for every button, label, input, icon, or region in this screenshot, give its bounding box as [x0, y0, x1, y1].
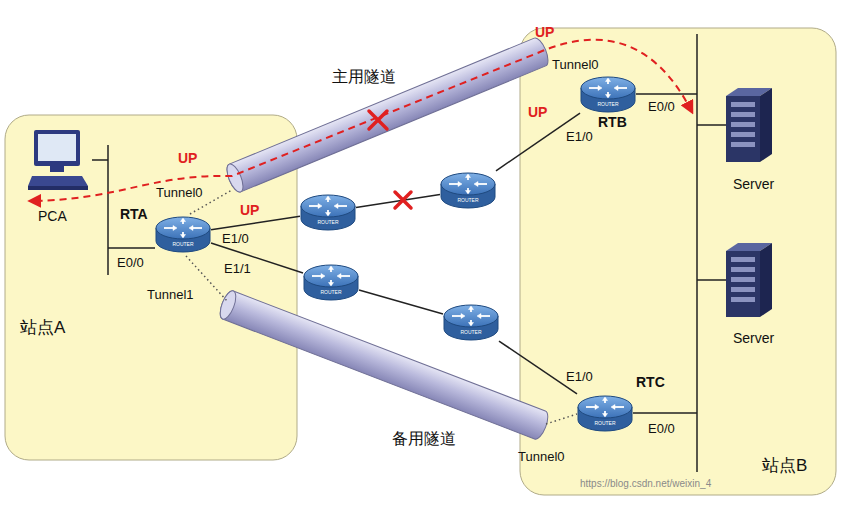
failure-mark [369, 111, 411, 208]
device-brand: ROUTER [443, 330, 499, 335]
port-label: E1/0 [566, 370, 593, 385]
router-icon [303, 262, 359, 302]
router-icon [580, 74, 636, 114]
site-region [520, 28, 836, 495]
port-label: 主用隧道 [332, 68, 396, 86]
router-icon [577, 393, 633, 433]
port-label: Tunnel1 [147, 288, 194, 303]
router-icon [155, 214, 211, 254]
router-node: ROUTERRTC [577, 393, 633, 433]
router-node: ROUTERRTB [580, 74, 636, 114]
site-region: 站点BROUTERRTBROUTERRTCServerServer [520, 28, 836, 495]
tunnel-cylinder [224, 36, 552, 194]
network-link [499, 341, 577, 394]
port-label: E1/0 [222, 232, 249, 247]
device-name: RTC [636, 374, 665, 390]
device-name: 站点A [20, 318, 65, 338]
router-node: ROUTER [443, 302, 499, 342]
pc-node: PCA [28, 128, 92, 196]
device-brand: ROUTER [155, 242, 211, 247]
port-label: E1/1 [224, 262, 251, 277]
status-label: UP [240, 202, 259, 218]
device-brand: ROUTER [440, 198, 496, 203]
status-label: UP [178, 150, 197, 166]
pc-icon [28, 128, 92, 196]
device-name: Server [733, 330, 774, 346]
network-link [211, 216, 300, 230]
server-node: Server [726, 243, 772, 317]
router-node: ROUTER [303, 262, 359, 302]
network-link [359, 290, 443, 314]
device-name: 站点B [762, 456, 807, 476]
tunnel-cylinder [217, 289, 551, 441]
port-label: Tunnel0 [552, 58, 599, 73]
server-icon [726, 88, 772, 162]
port-label: Tunnel0 [518, 450, 565, 465]
router-icon [440, 170, 496, 210]
status-label: UP [528, 104, 547, 120]
router-icon [300, 192, 356, 232]
port-label: E0/0 [648, 100, 675, 115]
lan-wires [92, 34, 726, 472]
port-label: E1/0 [566, 130, 593, 145]
status-label: UP [535, 24, 554, 40]
tunnel-binding [186, 190, 577, 424]
device-brand: ROUTER [577, 421, 633, 426]
server-icon [726, 243, 772, 317]
router-node: ROUTERRTA [155, 214, 211, 254]
router-node: ROUTER [300, 192, 356, 232]
device-name: Server [733, 176, 774, 192]
port-label: 备用隧道 [392, 430, 456, 448]
device-name: RTB [598, 114, 627, 130]
router-node: ROUTER [440, 170, 496, 210]
device-brand: ROUTER [580, 102, 636, 107]
port-label: E0/0 [648, 422, 675, 437]
router-icon [443, 302, 499, 342]
device-brand: ROUTER [303, 290, 359, 295]
traffic-path [30, 40, 692, 201]
device-name: PCA [38, 208, 67, 224]
device-brand: ROUTER [300, 220, 356, 225]
port-label: Tunnel0 [156, 186, 203, 201]
server-node: Server [726, 88, 772, 162]
port-label: https://blog.csdn.net/weixin_4 [580, 478, 711, 490]
device-name: RTA [120, 206, 148, 222]
port-label: E0/0 [117, 256, 144, 271]
